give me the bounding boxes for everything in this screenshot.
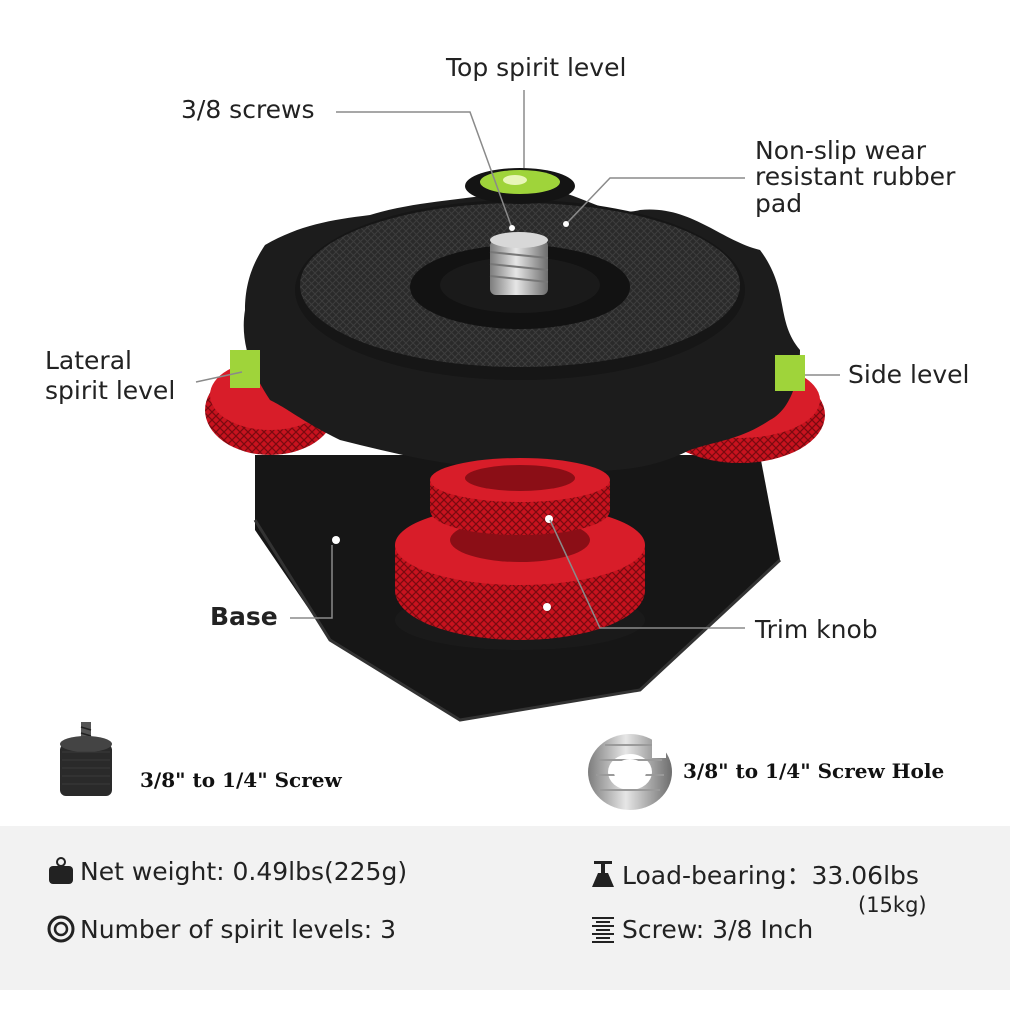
adapter-hole-label: 3/8" to 1/4" Screw Hole [683,759,945,783]
label-base: Base [210,602,278,631]
leveling-head [243,188,800,474]
center-screw [489,232,549,295]
adapter-screw-image [60,722,112,796]
screw-text: Screw: 3/8 Inch [622,914,814,944]
weight-icon [49,857,73,884]
spec-load-bearing: Load-bearing：33.06lbs [588,856,919,892]
load-bearing-text: Load-bearing：33.06lbs [622,861,919,890]
center-trim-knob [395,458,645,650]
spirit-levels-text: Number of spirit levels: 3 [80,914,396,944]
side-vial [775,355,805,391]
label-top-spirit-level: Top spirit level [446,53,627,82]
label-rubber-pad-line3: pad [755,189,803,218]
load-bearing-kg: (15kg) [858,893,927,917]
spec-screw: Screw: 3/8 Inch [588,914,813,944]
net-weight-text: Net weight: 0.49lbs(225g) [80,856,408,886]
label-rubber-pad-line1: Non-slip wear [755,136,927,165]
spec-panel [0,826,1010,990]
spirit-level-ring-icon [47,915,75,943]
screw-spring-icon [592,917,614,943]
label-side-level: Side level [848,360,970,389]
spec-spirit-levels: Number of spirit levels: 3 [46,914,396,944]
label-trim-knob: Trim knob [755,615,878,644]
callout-lines [195,90,840,629]
top-spirit-level-vial [465,168,575,204]
lateral-vial [230,350,260,388]
spec-net-weight: Net weight: 0.49lbs(225g) [46,856,407,886]
label-lateral-line2: spirit level [45,376,176,405]
label-screws: 3/8 screws [181,95,315,124]
load-bearing-icon [592,861,614,887]
adapter-hole-image [588,734,672,810]
label-lateral-line1: Lateral [45,346,132,375]
label-rubber-pad-line2: resistant rubber [755,162,956,191]
leveling-base-illustration [60,90,840,810]
adapter-screw-label: 3/8" to 1/4" Screw [140,768,342,792]
